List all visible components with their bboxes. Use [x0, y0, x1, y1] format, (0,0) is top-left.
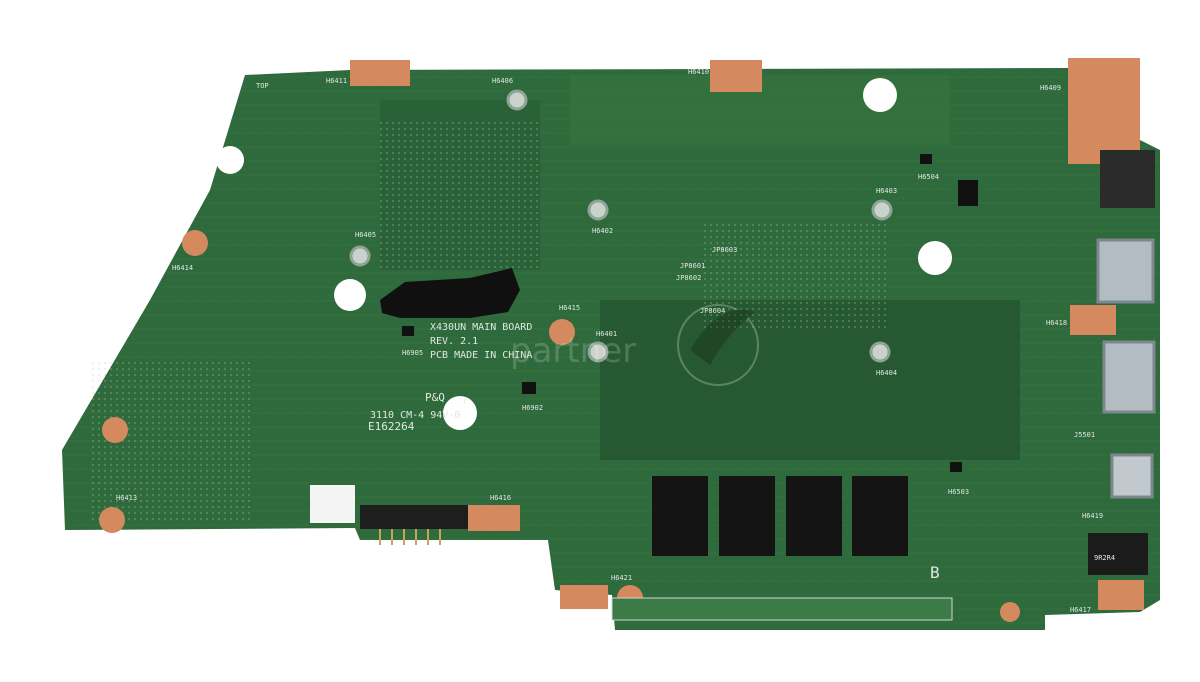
watermark-text: partner — [510, 331, 636, 371]
part-label: H6905 — [402, 349, 423, 357]
hole-label: H6416 — [490, 494, 511, 502]
usb-c-port — [1110, 453, 1154, 499]
mounting-hole — [918, 241, 952, 275]
copper-pad — [710, 60, 762, 92]
hole-label: H6403 — [876, 187, 897, 195]
top-label: TOP — [256, 82, 269, 90]
copper-pad — [99, 507, 125, 533]
copper-pad — [560, 585, 608, 609]
white-connector — [310, 485, 355, 523]
copper-pad — [1070, 305, 1116, 335]
copper-pad — [468, 505, 520, 531]
bottom-edge-connector — [611, 597, 953, 621]
copper-pad — [102, 417, 128, 443]
part-label: JP8603 — [712, 246, 737, 254]
hole-label: H6418 — [1046, 319, 1067, 327]
hole-label: H6409 — [1040, 84, 1061, 92]
small-components — [402, 154, 978, 472]
part-label: JP8601 — [680, 262, 705, 270]
copper-pad — [1000, 602, 1020, 622]
hole-label: H6419 — [1082, 512, 1103, 520]
power-jack — [1100, 150, 1155, 208]
watermark-logo-icon — [677, 304, 759, 386]
copper-pad — [1098, 580, 1144, 610]
standoff — [349, 89, 893, 363]
hole-label: H6402 — [592, 227, 613, 235]
usb-port — [1096, 238, 1155, 304]
hole-label: H6406 — [492, 77, 513, 85]
part-label: H6504 — [918, 173, 939, 181]
copper-pad — [182, 230, 208, 256]
maker-mark: 1 — [462, 397, 466, 405]
board-model: X430UN MAIN BOARD — [430, 322, 532, 333]
side-letter: B — [930, 563, 940, 582]
hole-label: H6417 — [1070, 606, 1091, 614]
jack-label: 9R2R4 — [1094, 554, 1115, 562]
board-cert: E162264 — [368, 420, 415, 433]
mounting-hole — [443, 396, 477, 430]
part-label: JP8602 — [676, 274, 701, 282]
part-label: J5501 — [1074, 431, 1095, 439]
hole-label: H6401 — [596, 330, 617, 338]
hdmi-port — [1102, 340, 1156, 414]
copper-pad — [350, 60, 410, 86]
copper-pad — [549, 319, 575, 345]
part-label: JP8604 — [700, 307, 725, 315]
pcb-component-field — [700, 220, 890, 330]
mounting-hole — [334, 279, 366, 311]
hole-label: H6411 — [326, 77, 347, 85]
mounting-hole — [863, 78, 897, 112]
battery-connector — [360, 505, 468, 529]
hole-label: H6410 — [688, 68, 709, 76]
ram-chips — [652, 476, 908, 556]
pcb-component-field — [380, 120, 540, 270]
connector-pins — [379, 529, 441, 545]
hole-label: H6404 — [876, 369, 897, 377]
copper-pad — [1068, 58, 1140, 164]
hole-label: H6421 — [611, 574, 632, 582]
hole-label: H6414 — [172, 264, 193, 272]
redacted-logo — [380, 268, 520, 318]
maker-name: P&Q — [425, 391, 445, 404]
hole-label: H6405 — [355, 231, 376, 239]
board-origin: PCB MADE IN CHINA — [430, 350, 532, 361]
audio-jack — [1088, 533, 1148, 575]
board-revision: REV. 2.1 — [430, 336, 478, 347]
mounting-hole — [216, 146, 244, 174]
part-label: H6902 — [522, 404, 543, 412]
hole-label: H6413 — [116, 494, 137, 502]
part-label: H6503 — [948, 488, 969, 496]
hole-label: H6415 — [559, 304, 580, 312]
board-spec: 3110 CM-4 94V-0 — [370, 410, 460, 421]
